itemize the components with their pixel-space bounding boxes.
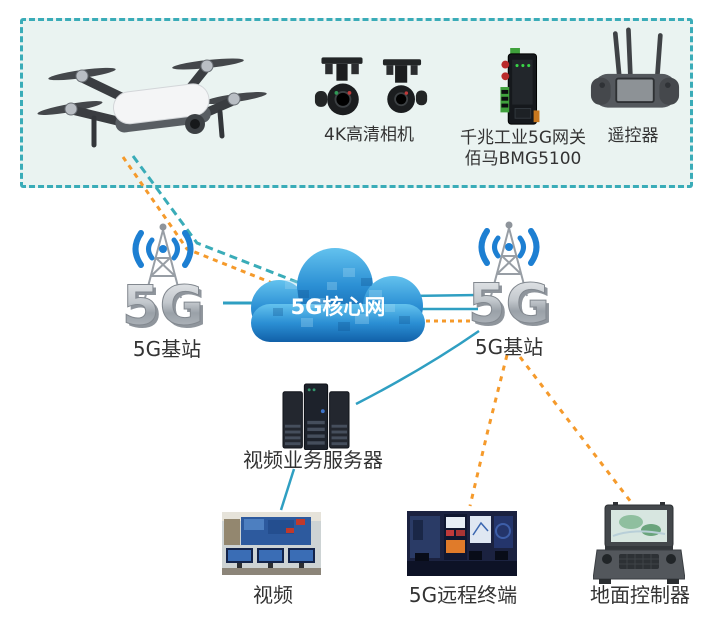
gateway-label: 千兆工业5G网关 佰马BMG5100 bbox=[460, 128, 586, 170]
left-base-station: 5G 5G bbox=[113, 218, 213, 336]
5g-gateway-icon bbox=[500, 48, 540, 125]
signal-waves-icon bbox=[478, 228, 540, 266]
industrial-5g-gateway bbox=[492, 48, 544, 128]
drone-icon bbox=[37, 58, 267, 148]
server-icon bbox=[282, 383, 350, 450]
link-rightbs-server bbox=[355, 329, 480, 406]
core-network-cloud: 5G核心网 bbox=[243, 246, 433, 350]
remote-controller bbox=[590, 26, 680, 118]
gimbal-camera-icon bbox=[382, 59, 428, 114]
gimbal-camera-icon bbox=[314, 57, 363, 116]
5g-glyph: 5G bbox=[122, 274, 204, 336]
remote-terminal-label: 5G远程终端 bbox=[408, 583, 518, 607]
5g-base-station-icon: 5G 5G bbox=[122, 223, 207, 336]
gimbal-camera-1 bbox=[314, 54, 370, 128]
ground-controller-label: 地面控制器 bbox=[590, 583, 690, 607]
ground-controller-icon bbox=[593, 502, 685, 584]
left-base-station-label: 5G基站 bbox=[132, 337, 202, 361]
5g-base-station-icon: 5G 5G bbox=[468, 221, 553, 334]
video-wall-image bbox=[222, 512, 321, 575]
link-rightbs-terminal bbox=[468, 354, 509, 507]
gateway-label-line2: 佰马BMG5100 bbox=[464, 149, 582, 169]
video-server bbox=[281, 382, 351, 450]
gateway-label-line1: 千兆工业5G网关 bbox=[460, 128, 586, 148]
core-network-label: 5G核心网 bbox=[291, 295, 386, 319]
right-base-station-label: 5G基站 bbox=[474, 335, 544, 359]
drone bbox=[30, 48, 272, 160]
camera-label: 4K高清相机 bbox=[324, 125, 414, 145]
remote-controller-label: 遥控器 bbox=[607, 126, 659, 146]
ground-controller bbox=[593, 502, 685, 586]
right-base-station: 5G 5G bbox=[459, 216, 559, 334]
gimbal-camera-2 bbox=[376, 53, 428, 128]
link-rightbs-ground bbox=[518, 356, 636, 507]
remote-controller-icon bbox=[590, 27, 680, 108]
5g-glyph: 5G bbox=[468, 272, 550, 334]
remote-terminal bbox=[407, 511, 517, 576]
video-label: 视频 bbox=[253, 583, 293, 607]
video-server-label: 视频业务服务器 bbox=[243, 448, 383, 472]
link-server-video bbox=[279, 468, 296, 511]
5g-glyph-shadow: 5G bbox=[471, 275, 553, 334]
5g-glyph-shadow: 5G bbox=[125, 277, 207, 336]
core-network-cloud-icon: 5G核心网 bbox=[251, 248, 425, 342]
signal-waves-icon bbox=[132, 230, 194, 268]
video-wall bbox=[222, 512, 321, 575]
remote-terminal-image bbox=[407, 511, 517, 576]
